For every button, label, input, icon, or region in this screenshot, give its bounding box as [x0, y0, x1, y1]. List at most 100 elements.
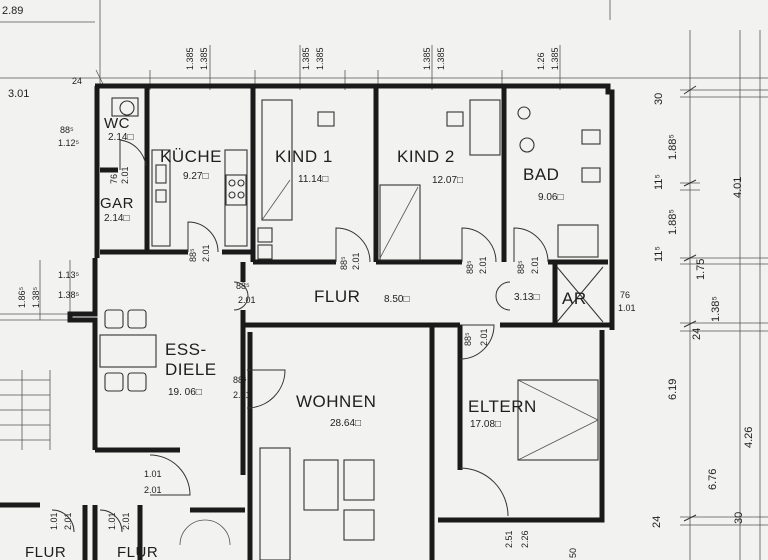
furniture: [0, 97, 604, 560]
room-label-ar: AR: [562, 289, 587, 308]
dim-el-885: 88⁵: [463, 332, 473, 346]
room-area-flur: 8.50□: [384, 294, 410, 305]
room-area-ar: 3.13□: [514, 292, 540, 303]
kitchen-stove: [225, 174, 247, 206]
dim-flur-201: 2.01: [238, 295, 256, 305]
room-area-wohnen: 28.64□: [330, 418, 361, 429]
wohnen-table: [303, 459, 339, 511]
dim-r-1885b: 1.88⁵: [667, 209, 679, 235]
dim-el-251: 2.51: [504, 530, 514, 548]
dim-wc-885: 88⁵: [60, 125, 74, 135]
dim-top-kind1-b: 1.385: [315, 47, 325, 70]
dim-flur-885: 88⁵: [236, 281, 250, 291]
dim-r-30b: 30: [733, 512, 745, 524]
dim-k2-201: 2.01: [478, 256, 488, 274]
door-eltern: [459, 324, 495, 360]
door-ar: [495, 281, 511, 311]
dim-ess-885: 88⁵: [233, 375, 247, 385]
door-wc: [119, 139, 147, 170]
door-bottom-left-1: [51, 509, 75, 533]
dim-top-bad-b: 1.385: [550, 47, 560, 70]
room-label-flur: FLUR: [314, 287, 360, 306]
wohnen-sofa: [259, 447, 291, 560]
dim-left-24: 24: [72, 76, 82, 86]
door-eltern-lower: [459, 467, 509, 517]
room-area-gar: 2.14□: [104, 213, 130, 224]
room-label-kueche: KÜCHE: [160, 147, 222, 166]
dim-top-kind1-a: 1.385: [301, 47, 311, 70]
room-area-kind2: 12.07□: [432, 175, 463, 186]
bad-sink-1: [581, 129, 601, 145]
dim-dd1-201: 2.01: [63, 512, 73, 530]
kitchen-counter-left: [151, 149, 171, 247]
dim-el-226: 2.26: [520, 530, 530, 548]
door-diele: [149, 454, 191, 496]
doors: [51, 139, 549, 533]
dim-top-kind2-a: 1.385: [422, 47, 432, 70]
dim-top-left: 2.89: [2, 5, 23, 17]
dim-gar-201: 2.01: [120, 166, 130, 184]
dim-r-676: 6.76: [707, 469, 719, 490]
dim-dd2-201: 2.01: [121, 512, 131, 530]
dim-r-175: 1.75: [695, 259, 707, 280]
dim-r-115b: 11⁵: [653, 246, 665, 262]
dim-ar-101: 1.01: [618, 303, 636, 313]
dim-bottom-50: 50: [568, 548, 578, 558]
eltern-bed: [517, 379, 599, 461]
room-label-gar: GAR: [100, 195, 134, 212]
dim-dd1-101: 1.01: [49, 512, 59, 530]
room-area-kind1: 11.14□: [298, 174, 328, 185]
room-label-flur-bottom-2: FLUR: [117, 544, 158, 560]
dim-el-201: 2.01: [479, 328, 489, 346]
room-label-eltern: ELTERN: [468, 397, 537, 416]
kind2-lamp: [446, 111, 464, 127]
bad-sink-2: [581, 167, 601, 183]
wc-tank: [111, 97, 139, 117]
kind1-wardrobe: [261, 99, 293, 221]
dim-left-1135: 1.13⁵: [58, 270, 80, 280]
room-labels: WC 2.14□ GAR 2.14□ KÜCHE 9.27□ KIND 1 11…: [25, 115, 587, 560]
room-label-essdiele-2: DIELE: [165, 360, 217, 379]
dim-top-kueche-a: 1.385: [185, 47, 195, 70]
dim-dd2-101: 1.01: [107, 512, 117, 530]
room-label-kind2: KIND 2: [397, 147, 455, 166]
wc-bowl: [119, 100, 135, 116]
room-label-kind1: KIND 1: [275, 147, 333, 166]
dim-r-401: 4.01: [732, 177, 744, 198]
room-area-bad: 9.06□: [538, 192, 564, 203]
dim-left-1385: 1.38⁵: [58, 290, 80, 300]
dim-top-kueche-b: 1.385: [199, 47, 209, 70]
dim-bad-201: 2.01: [530, 256, 540, 274]
walls: [0, 83, 615, 560]
door-bottom-left-2: [99, 509, 123, 533]
dim-dl-101: 1.01: [144, 469, 162, 479]
room-area-essdiele: 19. 06□: [168, 387, 202, 398]
dim-wc-1125: 1.12⁵: [58, 138, 80, 148]
stairs: [0, 370, 231, 546]
dim-r-1385: 1.38⁵: [710, 296, 722, 322]
room-label-wc: WC: [104, 115, 130, 132]
dim-r-30: 30: [653, 93, 665, 105]
dim-k-201: 2.01: [201, 244, 211, 262]
room-label-wohnen: WOHNEN: [296, 392, 376, 411]
dim-bad-885: 88⁵: [516, 260, 526, 274]
room-label-essdiele-1: ESS-: [165, 340, 207, 359]
dim-top-kind2-b: 1.385: [436, 47, 446, 70]
door-bad: [513, 227, 549, 263]
dim-k1-201: 2.01: [351, 252, 361, 270]
dim-k-885: 88⁵: [188, 248, 198, 262]
dim-top-bad-a: 1.26: [536, 52, 546, 70]
dim-r-115a: 11⁵: [653, 174, 665, 190]
room-area-eltern: 17.08□: [470, 419, 501, 430]
kind2-bed: [379, 184, 421, 261]
dim-k1-885: 88⁵: [339, 256, 349, 270]
dim-dl-201: 2.01: [144, 485, 162, 495]
door-kind1: [335, 227, 371, 263]
dim-r-1885a: 1.88⁵: [667, 134, 679, 160]
kitchen-counter-right: [224, 149, 248, 247]
dim-left-301: 3.01: [8, 88, 29, 100]
door-kueche: [187, 221, 219, 253]
door-kind2: [461, 227, 497, 263]
